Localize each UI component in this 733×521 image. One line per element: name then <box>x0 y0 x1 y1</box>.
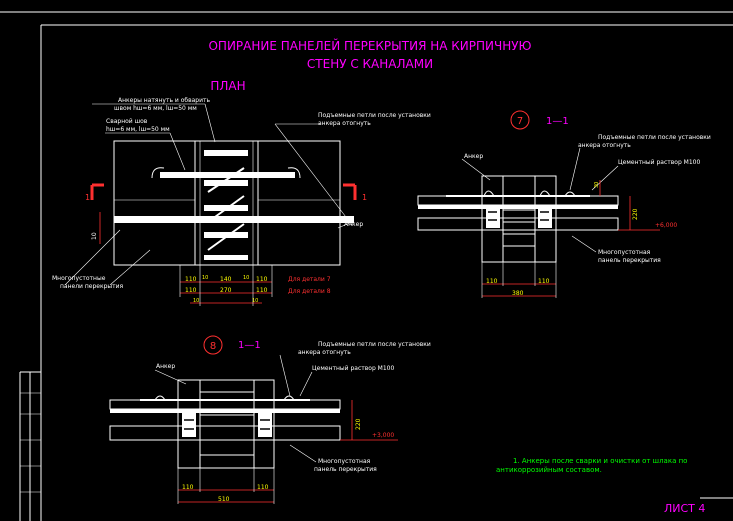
plan-dim-r1-2: 140 <box>220 276 232 283</box>
plan-dim-r2-1: 270 <box>220 287 232 294</box>
section7-label-loops2: анкера отогнуть <box>578 142 631 149</box>
plan-view: ПЛАН <box>52 79 431 306</box>
plan-dim-r3-1: 10 <box>252 298 258 304</box>
plan-dim-10: 10 <box>91 232 98 240</box>
plan-dim-r2-0: 110 <box>185 287 197 294</box>
section8-level: +3,000 <box>372 432 394 439</box>
svg-text:1: 1 <box>362 193 367 202</box>
plan-label-loops2: анкера отогнуть <box>318 120 371 127</box>
plan-label-panel: Многопустотные <box>52 275 106 282</box>
plan-note-detail8: Для детали 8 <box>288 288 331 295</box>
section7-dim-30: 30 <box>594 182 600 188</box>
section8-label-panel: Многопустотная <box>318 458 371 465</box>
general-note-line2: антикоррозийным составом. <box>496 466 602 474</box>
section7-dim-r1-1: 110 <box>538 278 550 285</box>
section8-dim-r1-1: 110 <box>257 484 269 491</box>
plan-dim-r1-4: 110 <box>256 276 268 283</box>
section7-number: 7 <box>517 116 523 127</box>
section8-number: 8 <box>210 341 216 352</box>
plan-dimension-chains: 110 10 140 10 110 110 270 110 10 10 Для … <box>179 265 331 306</box>
sheet-number: ЛИСТ 4 <box>664 502 705 515</box>
plan-dim-r1-0: 110 <box>185 276 197 283</box>
plan-label-loops: Подъемные петли после установки <box>318 112 431 119</box>
plan-label-anchor-bend: Анкеры натянуть и обварить <box>118 97 211 104</box>
section-7-view: 7 1—1 <box>417 110 711 298</box>
svg-text:1: 1 <box>85 193 90 202</box>
section7-level: +6,000 <box>655 222 677 229</box>
section7-label-panel2: панель перекрытия <box>598 257 661 264</box>
plan-heading: ПЛАН <box>210 79 245 93</box>
section7-dim-220: 220 <box>632 208 639 220</box>
plan-label-anchor-bend-spec: швом hш=6 мм, lш=50 мм <box>114 105 197 112</box>
section7-label-anchor: Анкер <box>464 153 483 160</box>
section-8-view: 8 1—1 <box>109 335 431 504</box>
plan-label-panel2: панели перекрытия <box>60 283 124 290</box>
section8-dim-total: 510 <box>218 496 230 503</box>
section8-dim-220: 220 <box>355 418 362 430</box>
section7-dim-r1-0: 110 <box>486 278 498 285</box>
cut-mark-right: 1 <box>343 183 367 202</box>
drawing-title-line1: ОПИРАНИЕ ПАНЕЛЕЙ ПЕРЕКРЫТИЯ НА КИРПИЧНУЮ <box>208 38 531 53</box>
plan-label-anchor: Анкер <box>344 221 363 228</box>
plan-note-detail7: Для детали 7 <box>288 276 331 283</box>
section8-label-panel2: панель перекрытия <box>314 466 377 473</box>
section7-label-panel: Многопустотная <box>598 249 651 256</box>
plan-dim-r3-0: 10 <box>193 298 199 304</box>
section8-label-loops2: анкера отогнуть <box>298 349 351 356</box>
plan-label-weld-spec: hш=6 мм, lш=50 мм <box>106 126 170 133</box>
cut-mark-left: 1 <box>85 183 104 202</box>
section8-label-mortar: Цементный раствор М100 <box>312 365 394 372</box>
general-note-line1: 1. Анкеры после сварки и очистки от шлак… <box>513 457 687 465</box>
section8-label-anchor: Анкер <box>156 363 175 370</box>
section7-label-mortar: Цементный раствор М100 <box>618 159 700 166</box>
plan-dim-r1-3: 10 <box>243 275 249 281</box>
plan-label-weld: Сварной шов <box>106 118 148 125</box>
section8-dim-r1-0: 110 <box>182 484 194 491</box>
plan-dim-r2-2: 110 <box>256 287 268 294</box>
plan-dim-r1-1: 10 <box>202 275 208 281</box>
section7-dim-total: 380 <box>512 290 524 297</box>
section8-label: 1—1 <box>238 340 261 351</box>
section8-label-loops: Подъемные петли после установки <box>318 341 431 348</box>
section7-label: 1—1 <box>546 116 569 127</box>
section7-label-loops: Подъемные петли после установки <box>598 134 711 141</box>
sheet-frame <box>0 11 733 521</box>
drawing-title-line2: СТЕНУ С КАНАЛАМИ <box>307 57 433 71</box>
